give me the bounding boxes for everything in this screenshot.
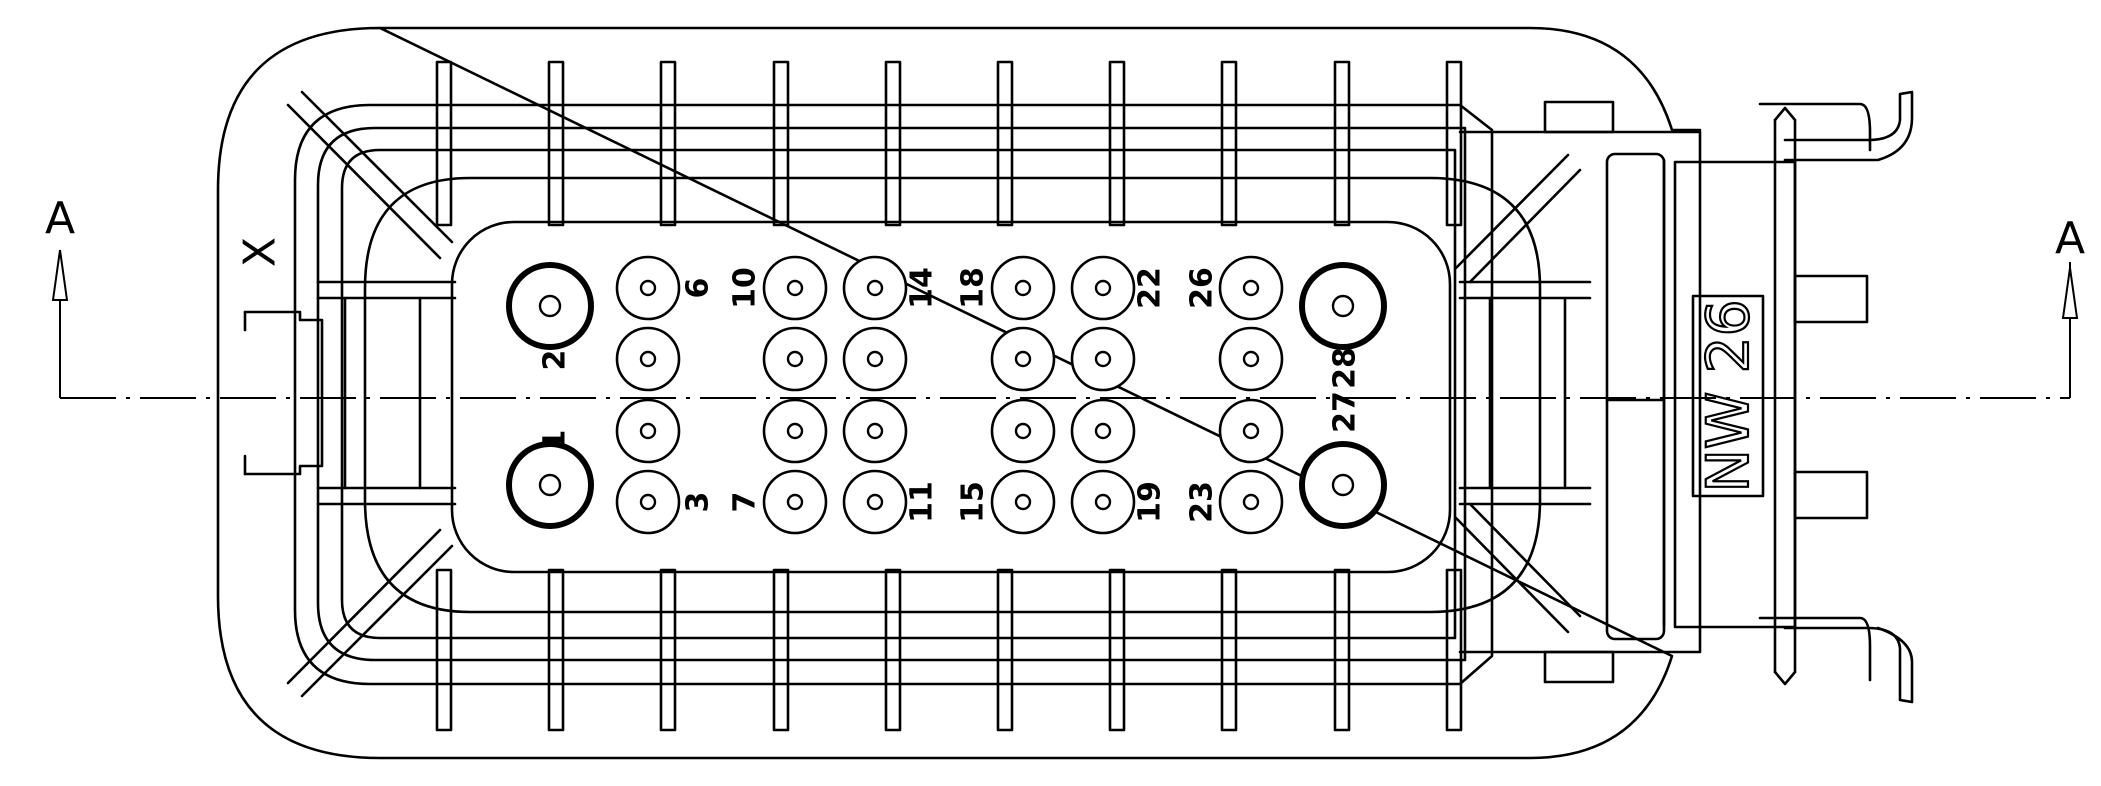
pin-contact [866, 279, 884, 297]
lock-lever [1458, 90, 1914, 704]
frame-rib [772, 60, 790, 227]
outer-housing-outline [216, 26, 1702, 760]
pin-contact [639, 279, 657, 297]
pin-contact [786, 422, 804, 440]
pin-contact [1094, 350, 1112, 368]
pin-contact [1014, 279, 1032, 297]
large-pin-contact [1331, 473, 1355, 497]
pin-number-label: 11 [905, 481, 940, 523]
pin-contact [1014, 350, 1032, 368]
housing-code-label: NW 26 [1694, 300, 1762, 493]
frame-rib [1333, 60, 1351, 227]
pin-contact [639, 493, 657, 511]
cavity-outline [363, 176, 1542, 614]
frame-rib [659, 568, 677, 732]
pin-contact [1242, 279, 1260, 297]
pin-contact [1014, 422, 1032, 440]
frame-rib [659, 60, 677, 227]
pin-contact [639, 422, 657, 440]
large-pin-contact [538, 294, 562, 318]
frame-rib [884, 568, 902, 732]
frame-rib [435, 60, 453, 227]
pin-contact [866, 422, 884, 440]
pin-contact [866, 493, 884, 511]
frame-ribs [435, 60, 1463, 732]
inner-frame-middle [316, 126, 1467, 662]
pin-contact [786, 493, 804, 511]
section-marker-left-label: A [45, 193, 75, 244]
housing-code-box [1691, 294, 1765, 498]
pin-number-label: 27 [1328, 391, 1363, 433]
pin-number-label: 18 [956, 267, 991, 309]
side-mark: X [235, 237, 286, 267]
frame-rib [772, 568, 790, 732]
pin-contact [786, 350, 804, 368]
pin-contact [1242, 422, 1260, 440]
pin-contact [1094, 279, 1112, 297]
pin-number-label: 7 [728, 492, 763, 513]
corner-struts [286, 90, 1582, 698]
frame-rib [1445, 568, 1463, 732]
section-marker-left: A [45, 193, 75, 398]
frame-rib [1445, 60, 1463, 227]
frame-rib [547, 568, 565, 732]
large-pin-contact [538, 473, 562, 497]
pin-number-label: 10 [728, 267, 763, 309]
pin-contact [1014, 493, 1032, 511]
frame-rib [996, 568, 1014, 732]
pin-number-label: 15 [956, 481, 991, 523]
pin-number-label: 3 [681, 492, 716, 513]
frame-rib [1333, 568, 1351, 732]
pin-number-label: 2 [538, 350, 573, 371]
pin-contact [866, 350, 884, 368]
frame-rib [547, 60, 565, 227]
right-latch-rails [1458, 280, 1592, 506]
pin-number-label: 19 [1133, 481, 1168, 523]
pin-number-label: 1 [538, 430, 573, 451]
frame-rib [435, 568, 453, 732]
pin-contact [1094, 422, 1112, 440]
section-marker-right-label: A [2055, 213, 2085, 264]
frame-rib [1220, 60, 1238, 227]
pin-number-label: 14 [905, 267, 940, 309]
pin-contact [639, 350, 657, 368]
frame-rib [884, 60, 902, 227]
pin-number-label: 28 [1328, 347, 1363, 389]
frame-rib [1108, 60, 1126, 227]
frame-rib [1108, 568, 1126, 732]
pin-contact [1242, 350, 1260, 368]
pin-number-label: 6 [681, 278, 716, 299]
frame-rib [996, 60, 1014, 227]
large-pin-contact [1331, 294, 1355, 318]
pin-contact [1242, 493, 1260, 511]
pin-contact [1094, 493, 1112, 511]
section-marker-right: A [2055, 213, 2085, 398]
inner-frame-inner [340, 148, 1457, 640]
frame-rib [1220, 568, 1238, 732]
pin-number-label: 23 [1185, 481, 1220, 523]
pin-contact [786, 279, 804, 297]
inner-frame-outer [293, 103, 1494, 686]
pin-number-label: 22 [1133, 267, 1168, 309]
left-latch [243, 280, 457, 506]
pin-number-label: 26 [1185, 267, 1220, 309]
